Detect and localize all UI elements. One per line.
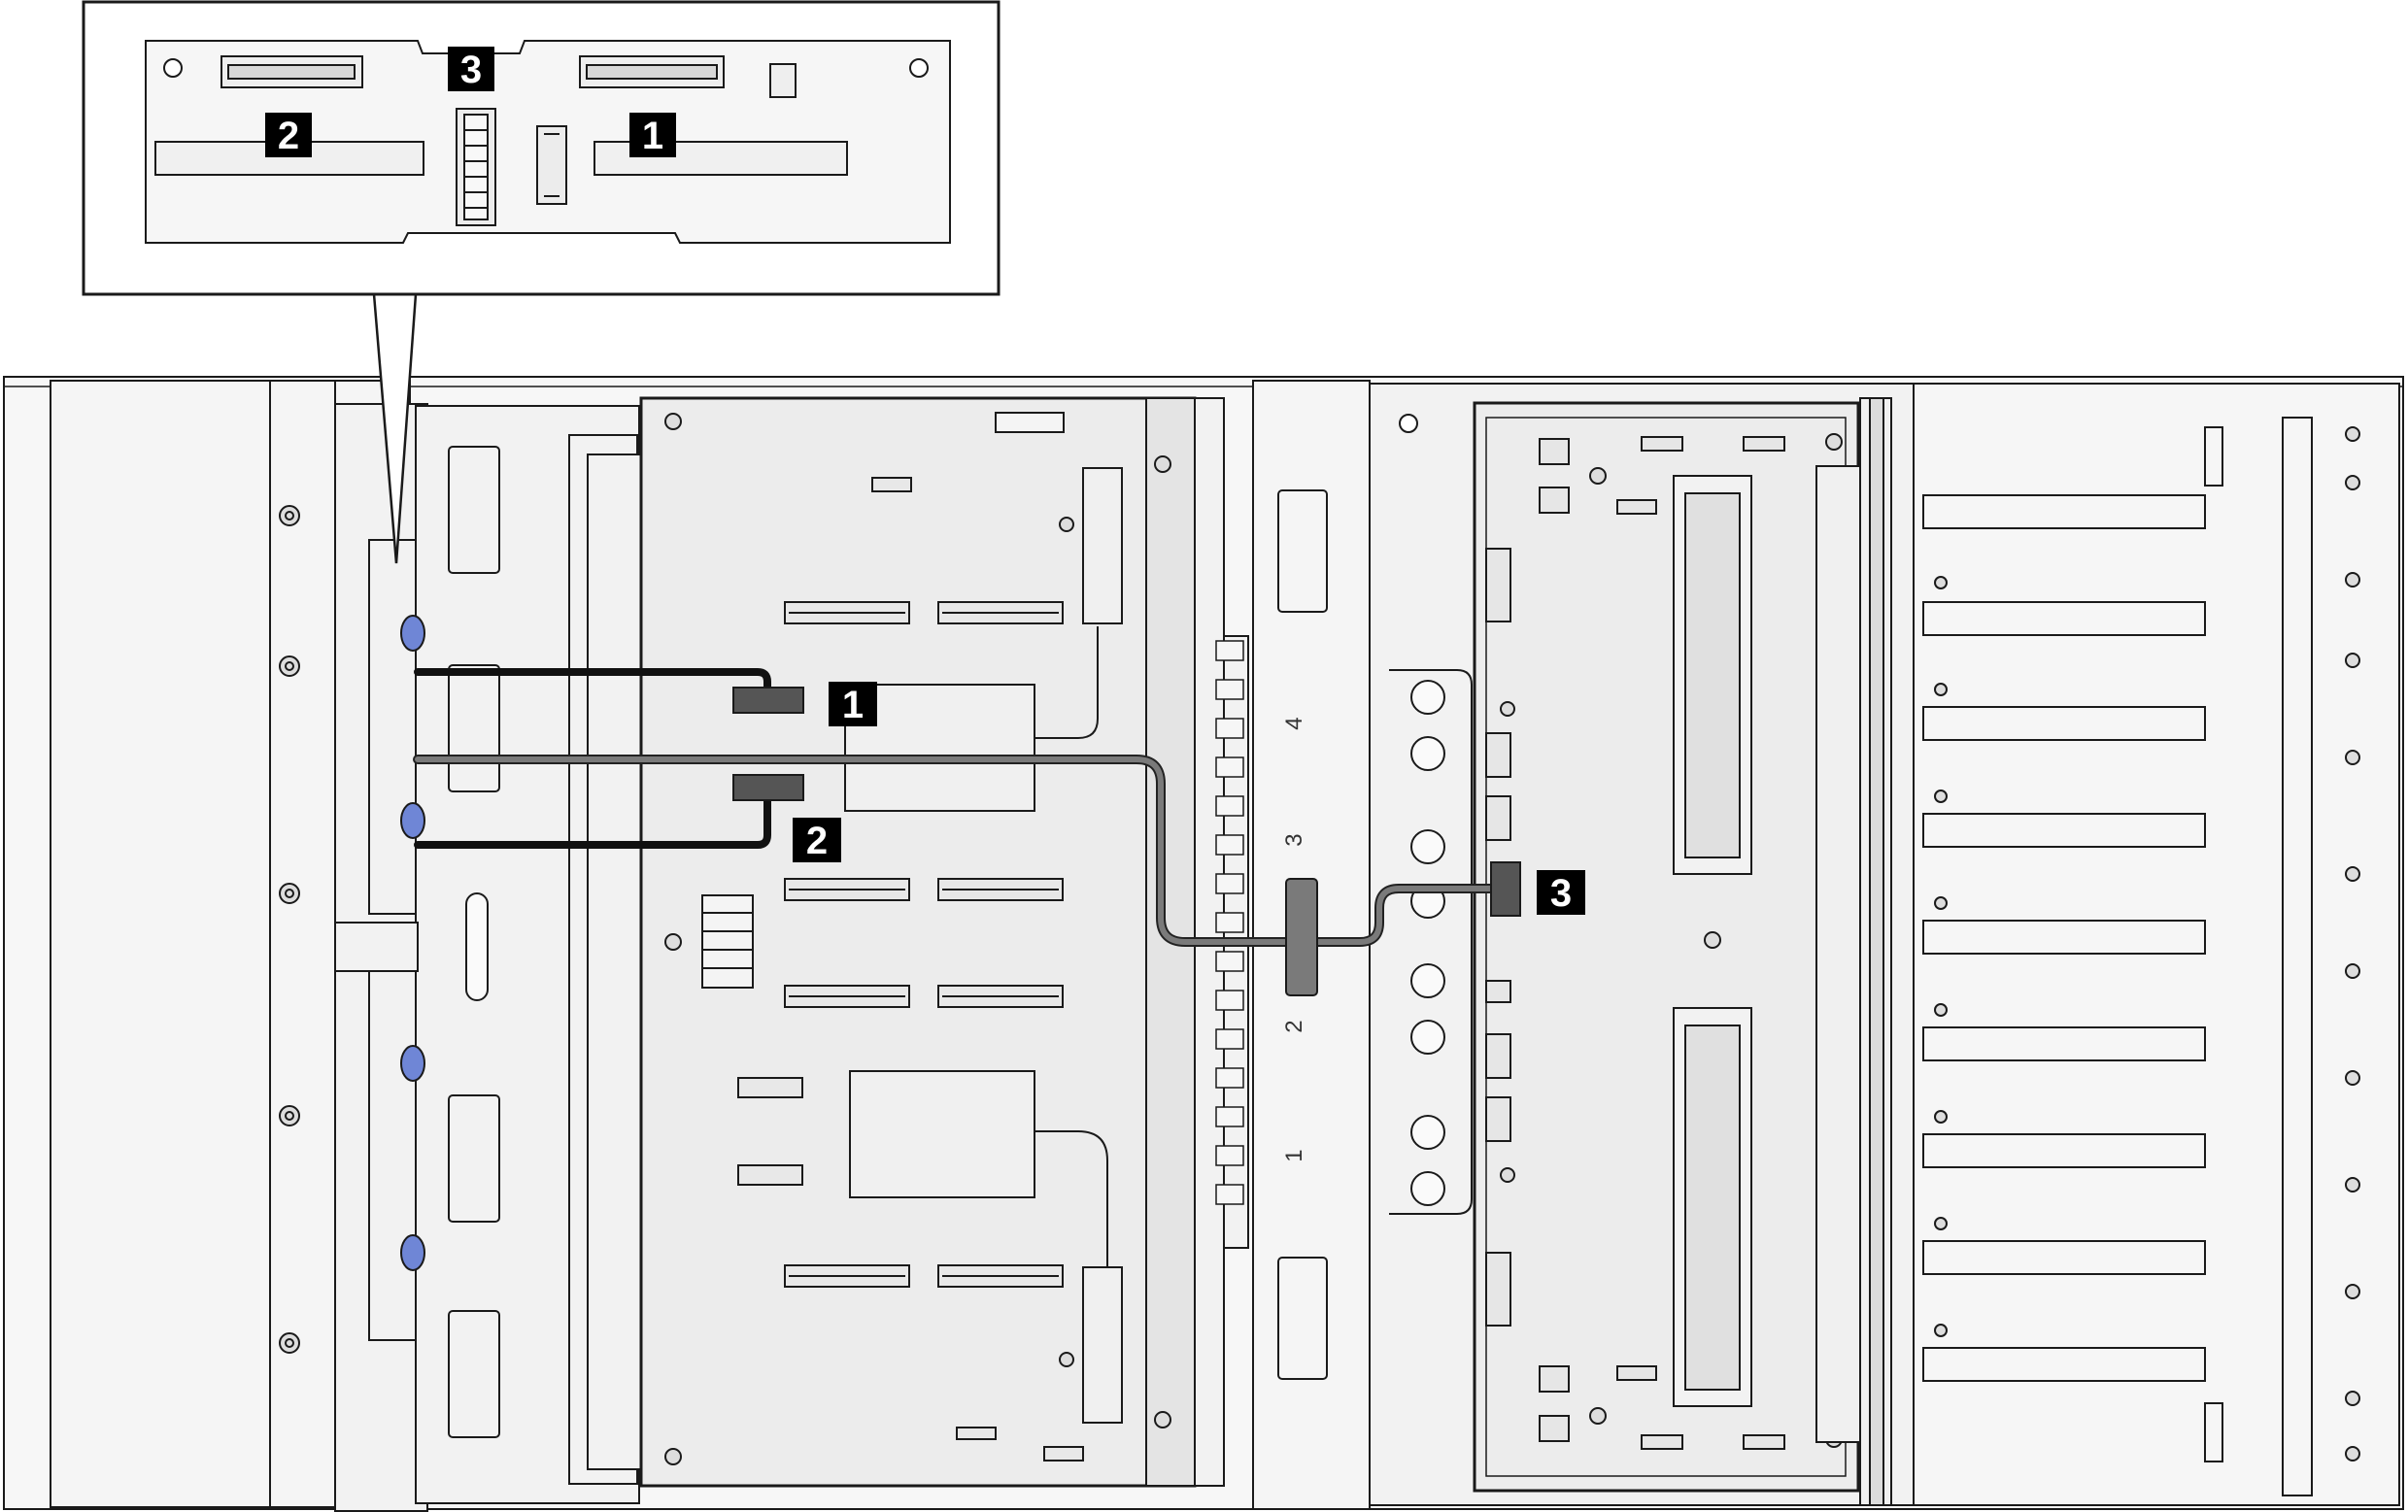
rear-bracket-screws <box>1934 426 2360 1462</box>
fan-slot-label: 3 <box>1281 833 1307 846</box>
connector-2 <box>732 774 804 801</box>
fan-slot-label: 1 <box>1281 1149 1307 1161</box>
rear-brackets <box>1913 383 2400 1506</box>
right-board-rail <box>1815 397 1892 1506</box>
svg-text:3: 3 <box>1550 872 1572 915</box>
cable-1 <box>414 668 771 705</box>
inset-callout-2: 2 <box>265 113 312 157</box>
connectors <box>732 687 1521 996</box>
callout-1: 1 <box>829 682 877 726</box>
svg-text:2: 2 <box>806 820 828 862</box>
fan-slot-label: 4 <box>1281 717 1307 729</box>
cable-2 <box>414 790 771 849</box>
connector-3 <box>1490 861 1521 917</box>
svg-text:1: 1 <box>642 115 663 157</box>
cables <box>413 668 1496 947</box>
fan-slot-labels: 4 3 2 1 <box>1281 717 1307 1161</box>
cable-3-clip <box>1285 878 1318 996</box>
inset-backplane <box>145 40 951 244</box>
left-board-screws <box>664 413 1171 1465</box>
connector-1 <box>732 687 804 714</box>
blue-latches <box>400 615 425 1271</box>
svg-text:3: 3 <box>460 49 482 91</box>
svg-text:1: 1 <box>842 684 864 726</box>
left-board-slots <box>701 412 1084 1462</box>
right-board-components <box>1485 436 1785 1450</box>
fan-slot-label: 2 <box>1281 1020 1307 1032</box>
left-board-edge-connectors <box>1215 640 1244 1205</box>
inset-pointer <box>372 293 418 564</box>
inset-callout-1: 1 <box>629 113 676 157</box>
inset-callout-3: 3 <box>448 47 494 91</box>
svg-text:2: 2 <box>278 115 299 157</box>
callout-3: 3 <box>1537 870 1585 915</box>
front-screws <box>279 505 300 1354</box>
cable-3 <box>415 756 1494 945</box>
drive-cage <box>334 403 642 1512</box>
callout-2: 2 <box>793 818 841 862</box>
